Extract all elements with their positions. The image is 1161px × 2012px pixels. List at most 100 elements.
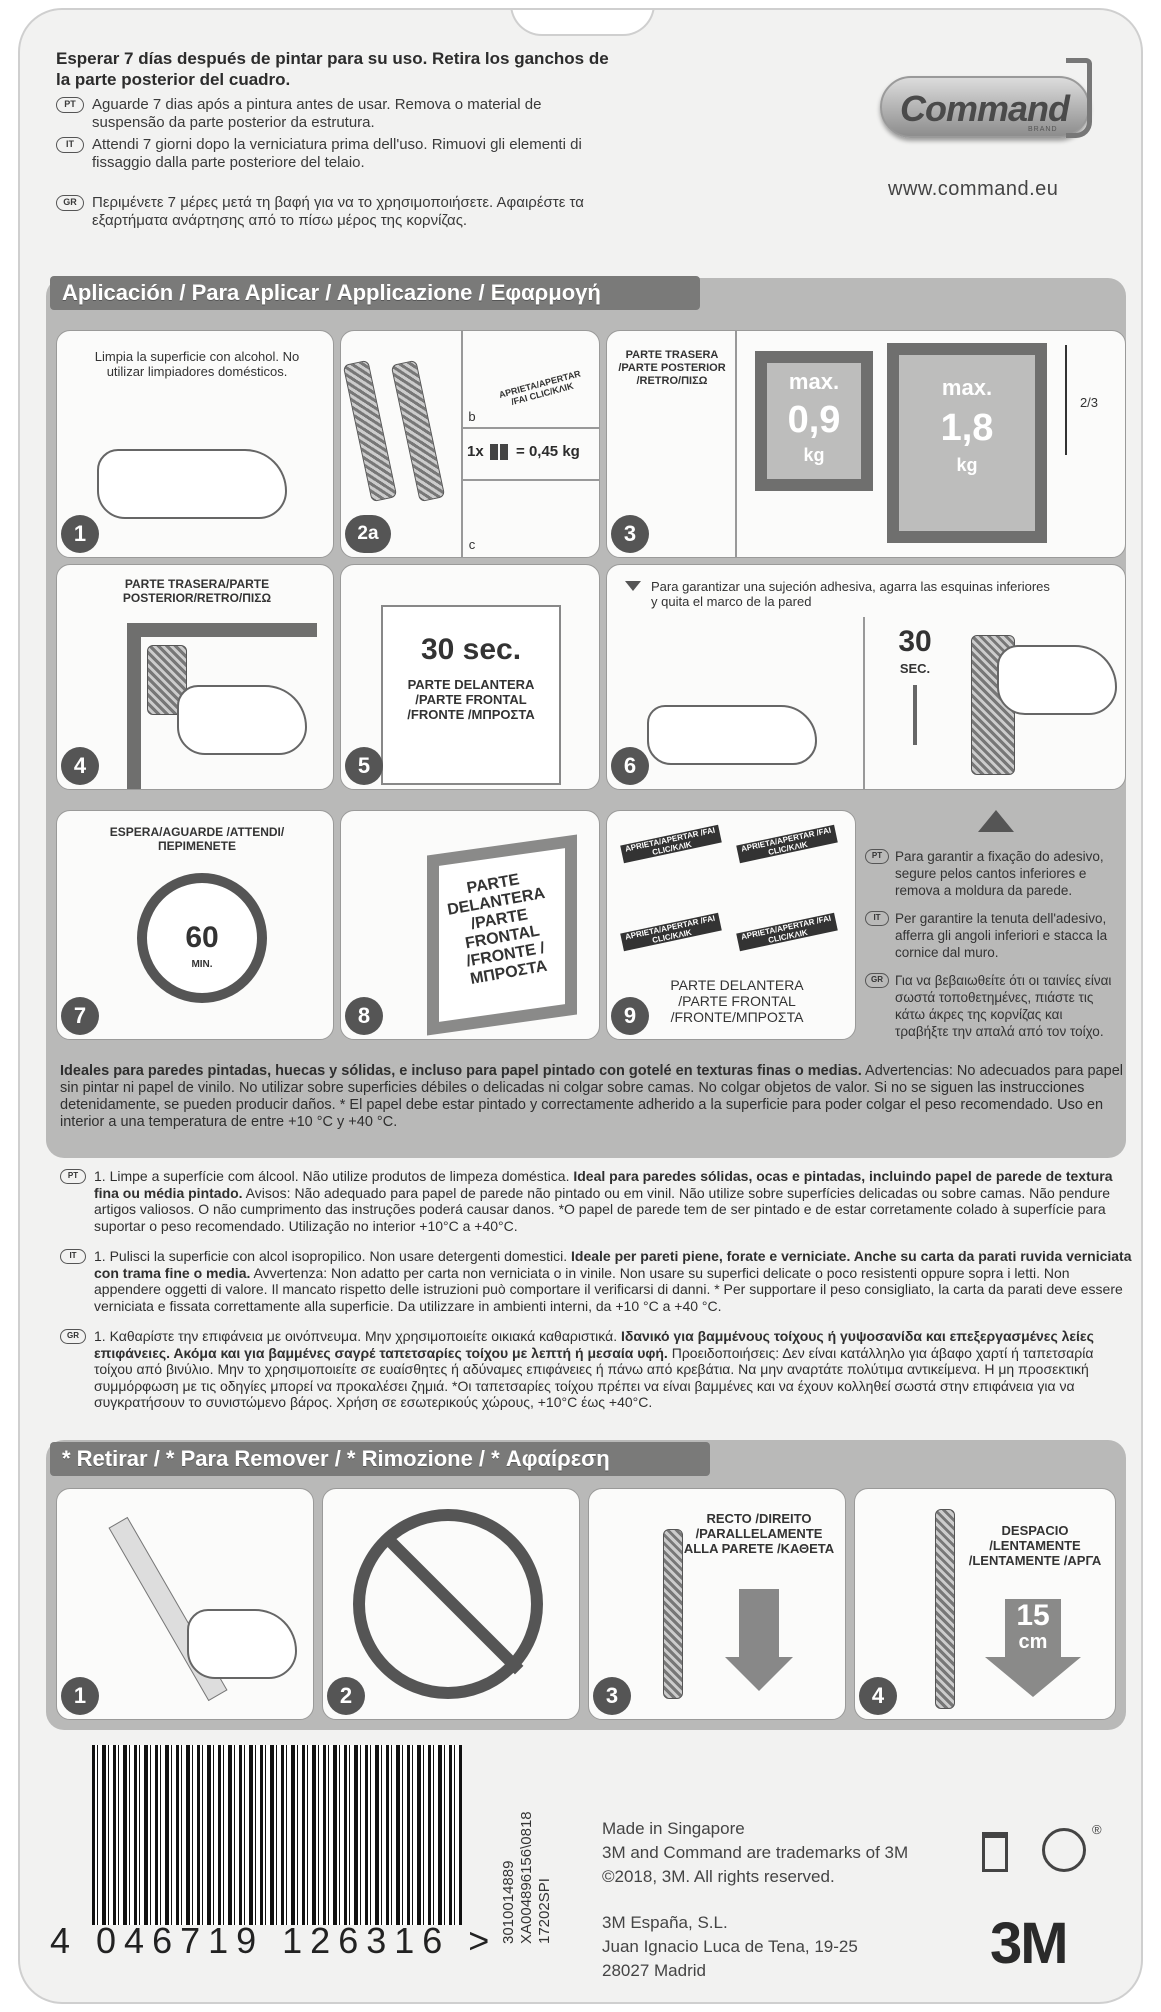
squeeze-label: APRIETA/APERTAR /FAI CLIC/ΚΛΙΚ: [497, 368, 582, 407]
arrow-head: [985, 1657, 1081, 1697]
squeeze-label: APRIETA/APERTAR /FAI CLIC/ΚΛΙΚ: [736, 824, 838, 864]
step-6-seconds-unit: SEC.: [899, 661, 931, 676]
hand-icon: [187, 1609, 297, 1679]
step-7-minutes-unit: MIN.: [191, 959, 213, 970]
hang-hole: [510, 10, 655, 36]
header-gr-text: Περιμένετε 7 μέρες μετά τη βαφή για να τ…: [92, 194, 584, 229]
arrow-down-icon: [625, 581, 641, 591]
max-value-1: 0,9: [787, 399, 841, 441]
para-bold: Ideal para paredes sólidas, ocas e pinta…: [94, 1168, 1113, 1201]
step-6-number: 6: [611, 747, 649, 785]
note-gr: GR Για να βεβαιωθείτε ότι οι ταινίες είν…: [865, 972, 1115, 1040]
step-3: PARTE TRASERA /PARTE POSTERIOR /RETRO/ΠΙ…: [606, 330, 1126, 558]
warning-bold: Ideales para paredes pintadas, huecas y …: [60, 1063, 862, 1079]
step-6: Para garantizar una sujeción adhesiva, a…: [606, 564, 1126, 790]
para-lead: 1. Καθαρίστε την επιφάνεια με οινόπνευμα…: [94, 1328, 621, 1344]
step-5-number: 5: [345, 747, 383, 785]
para-lead: 1. Limpe a superfície com álcool. Não ut…: [94, 1168, 574, 1184]
frame-front: [381, 605, 561, 785]
step-7-number: 7: [61, 997, 99, 1035]
step-9-caption: PARTE DELANTERA /PARTE FRONTAL /FRONTE/Μ…: [670, 977, 804, 1025]
vertical-code-3: 17202SPI: [536, 1878, 553, 1944]
step-7-caption: ESPERA/AGUARDE /ATTENDI/ΠΕΡΙΜΕΝΕΤΕ: [109, 825, 285, 853]
para-lead: 1. Pulisci la superficie con alcol isopr…: [94, 1248, 572, 1264]
divider: [461, 427, 599, 429]
company-street: Juan Ignacio Luca de Tena, 19-25: [602, 1937, 858, 1956]
para-pt-text: 1. Limpe a superfície com álcool. Não ut…: [94, 1168, 1135, 1234]
remove-step-3-number: 3: [593, 1677, 631, 1715]
remove-distance-unit: cm: [1018, 1631, 1048, 1653]
trademark-note: 3M and Command are trademarks of 3M: [602, 1843, 909, 1862]
max-unit-2: kg: [956, 455, 978, 475]
step-1: Limpia la superficie con alcohol. No uti…: [56, 330, 334, 558]
step-8: PARTE DELANTERA /PARTE FRONTAL /FRONTE /…: [340, 810, 600, 1040]
label-b: b: [468, 409, 476, 424]
step-8-number: 8: [345, 997, 383, 1035]
company-city: 28027 Madrid: [602, 1961, 706, 1980]
made-in: Made in Singapore: [602, 1819, 745, 1838]
lang-badge-it: IT: [56, 137, 84, 153]
registered-mark: ®: [1092, 1822, 1102, 1837]
para-it: IT 1. Pulisci la superficie con alcol is…: [60, 1248, 1135, 1314]
para-bold: Ιδανικό για βαμμένους τοίχους ή γυψοσανί…: [94, 1328, 1094, 1361]
step-2a-number: 2a: [345, 515, 391, 553]
frame-large: max. 1,8 kg: [887, 343, 1047, 543]
hand-icon: [97, 449, 287, 519]
squeeze-label: APRIETA/APERTAR /FAI CLIC/ΚΛΙΚ: [620, 824, 722, 864]
remove-step-4: DESPACIO /LENTAMENTE /LENTAMENTE /ΑΡΓΑ 1…: [854, 1488, 1116, 1720]
header-it: IT Attendi 7 giorni dopo la verniciatura…: [56, 136, 616, 172]
note-it: IT Per garantire la tenuta dell'adesivo,…: [865, 910, 1115, 961]
lang-badge-pt: PT: [865, 849, 889, 864]
step-2a: APRIETA/APERTAR /FAI CLIC/ΚΛΙΚ b 1x = 0,…: [340, 330, 600, 558]
logo-word: Command: [900, 88, 1070, 129]
vertical-code-1: 3010014889: [500, 1860, 517, 1944]
step-4: PARTE TRASERA/PARTE POSTERIOR/RETRO/ΠΙΣΩ…: [56, 564, 334, 790]
step-6-caption: Para garantizar una sujeción adhesiva, a…: [651, 579, 1050, 609]
logo-brand: BRAND: [1028, 126, 1058, 133]
strip-icon: [390, 359, 446, 503]
arrow-up-icon: [978, 810, 1014, 832]
remove-step-2-number: 2: [327, 1677, 365, 1715]
step-4-number: 4: [61, 747, 99, 785]
vertical-code-2: XA004896156\0818: [518, 1811, 535, 1944]
para-pt: PT 1. Limpe a superfície com álcool. Não…: [60, 1168, 1135, 1234]
divider: [863, 617, 865, 789]
header-gr: GR Περιμένετε 7 μέρες μετά τη βαφή για ν…: [56, 194, 616, 230]
company-name: 3M España, S.L.: [602, 1913, 728, 1932]
lang-badge-gr: GR: [56, 195, 84, 211]
label-c: c: [468, 537, 476, 552]
trash-bin-icon: [982, 1832, 1008, 1872]
header-pt: PT Aguarde 7 dias após a pintura antes d…: [56, 96, 616, 132]
para-it-text: 1. Pulisci la superficie con alcol isopr…: [94, 1248, 1135, 1314]
arrow-head: [725, 1657, 793, 1691]
arrow-down-icon: [739, 1589, 779, 1659]
strip-icon: [342, 359, 398, 503]
step-4-caption: PARTE TRASERA/PARTE POSTERIOR/RETRO/ΠΙΣΩ: [122, 577, 272, 605]
lang-badge-pt: PT: [56, 97, 84, 113]
remove-title: * Retirar / * Para Remover / * Rimozione…: [50, 1442, 710, 1476]
hand-icon: [997, 645, 1117, 715]
lang-badge-gr: GR: [60, 1329, 86, 1344]
max-label-2: max.: [941, 375, 993, 400]
step-3-number: 3: [611, 515, 649, 553]
hand-icon: [177, 685, 307, 755]
strip-icon: [935, 1509, 955, 1709]
step-8-caption: PARTE DELANTERA /PARTE FRONTAL /FRONTE /…: [446, 871, 549, 988]
max-value-2: 1,8: [940, 407, 994, 449]
capacity-count: 1x: [467, 443, 484, 460]
note-it-text: Per garantire la tenuta dell'adesivo, af…: [895, 911, 1108, 960]
strip-icon: [663, 1529, 683, 1699]
remove-step-1: 1: [56, 1488, 314, 1720]
strip-pair-icon: [489, 444, 498, 461]
divider: [735, 331, 737, 557]
step-9: APRIETA/APERTAR /FAI CLIC/ΚΛΙΚ APRIETA/A…: [606, 810, 856, 1040]
barcode-number: 4 046719 126316 >: [50, 1920, 498, 1961]
apply-title: Aplicación / Para Aplicar / Applicazione…: [50, 276, 700, 310]
note-gr-text: Για να βεβαιωθείτε ότι οι ταινίες είναι …: [895, 973, 1112, 1039]
para-rest: Προειδοποιήσεις: Δεν είναι κατάλληλο για…: [94, 1344, 1094, 1411]
frame-small: max. 0,9 kg: [755, 351, 873, 491]
hand-icon: [647, 705, 817, 765]
step-6-seconds: 30: [898, 625, 932, 658]
step-7: ESPERA/AGUARDE /ATTENDI/ΠΕΡΙΜΕΝΕΤΕ 60 MI…: [56, 810, 334, 1040]
divider: [461, 479, 599, 481]
